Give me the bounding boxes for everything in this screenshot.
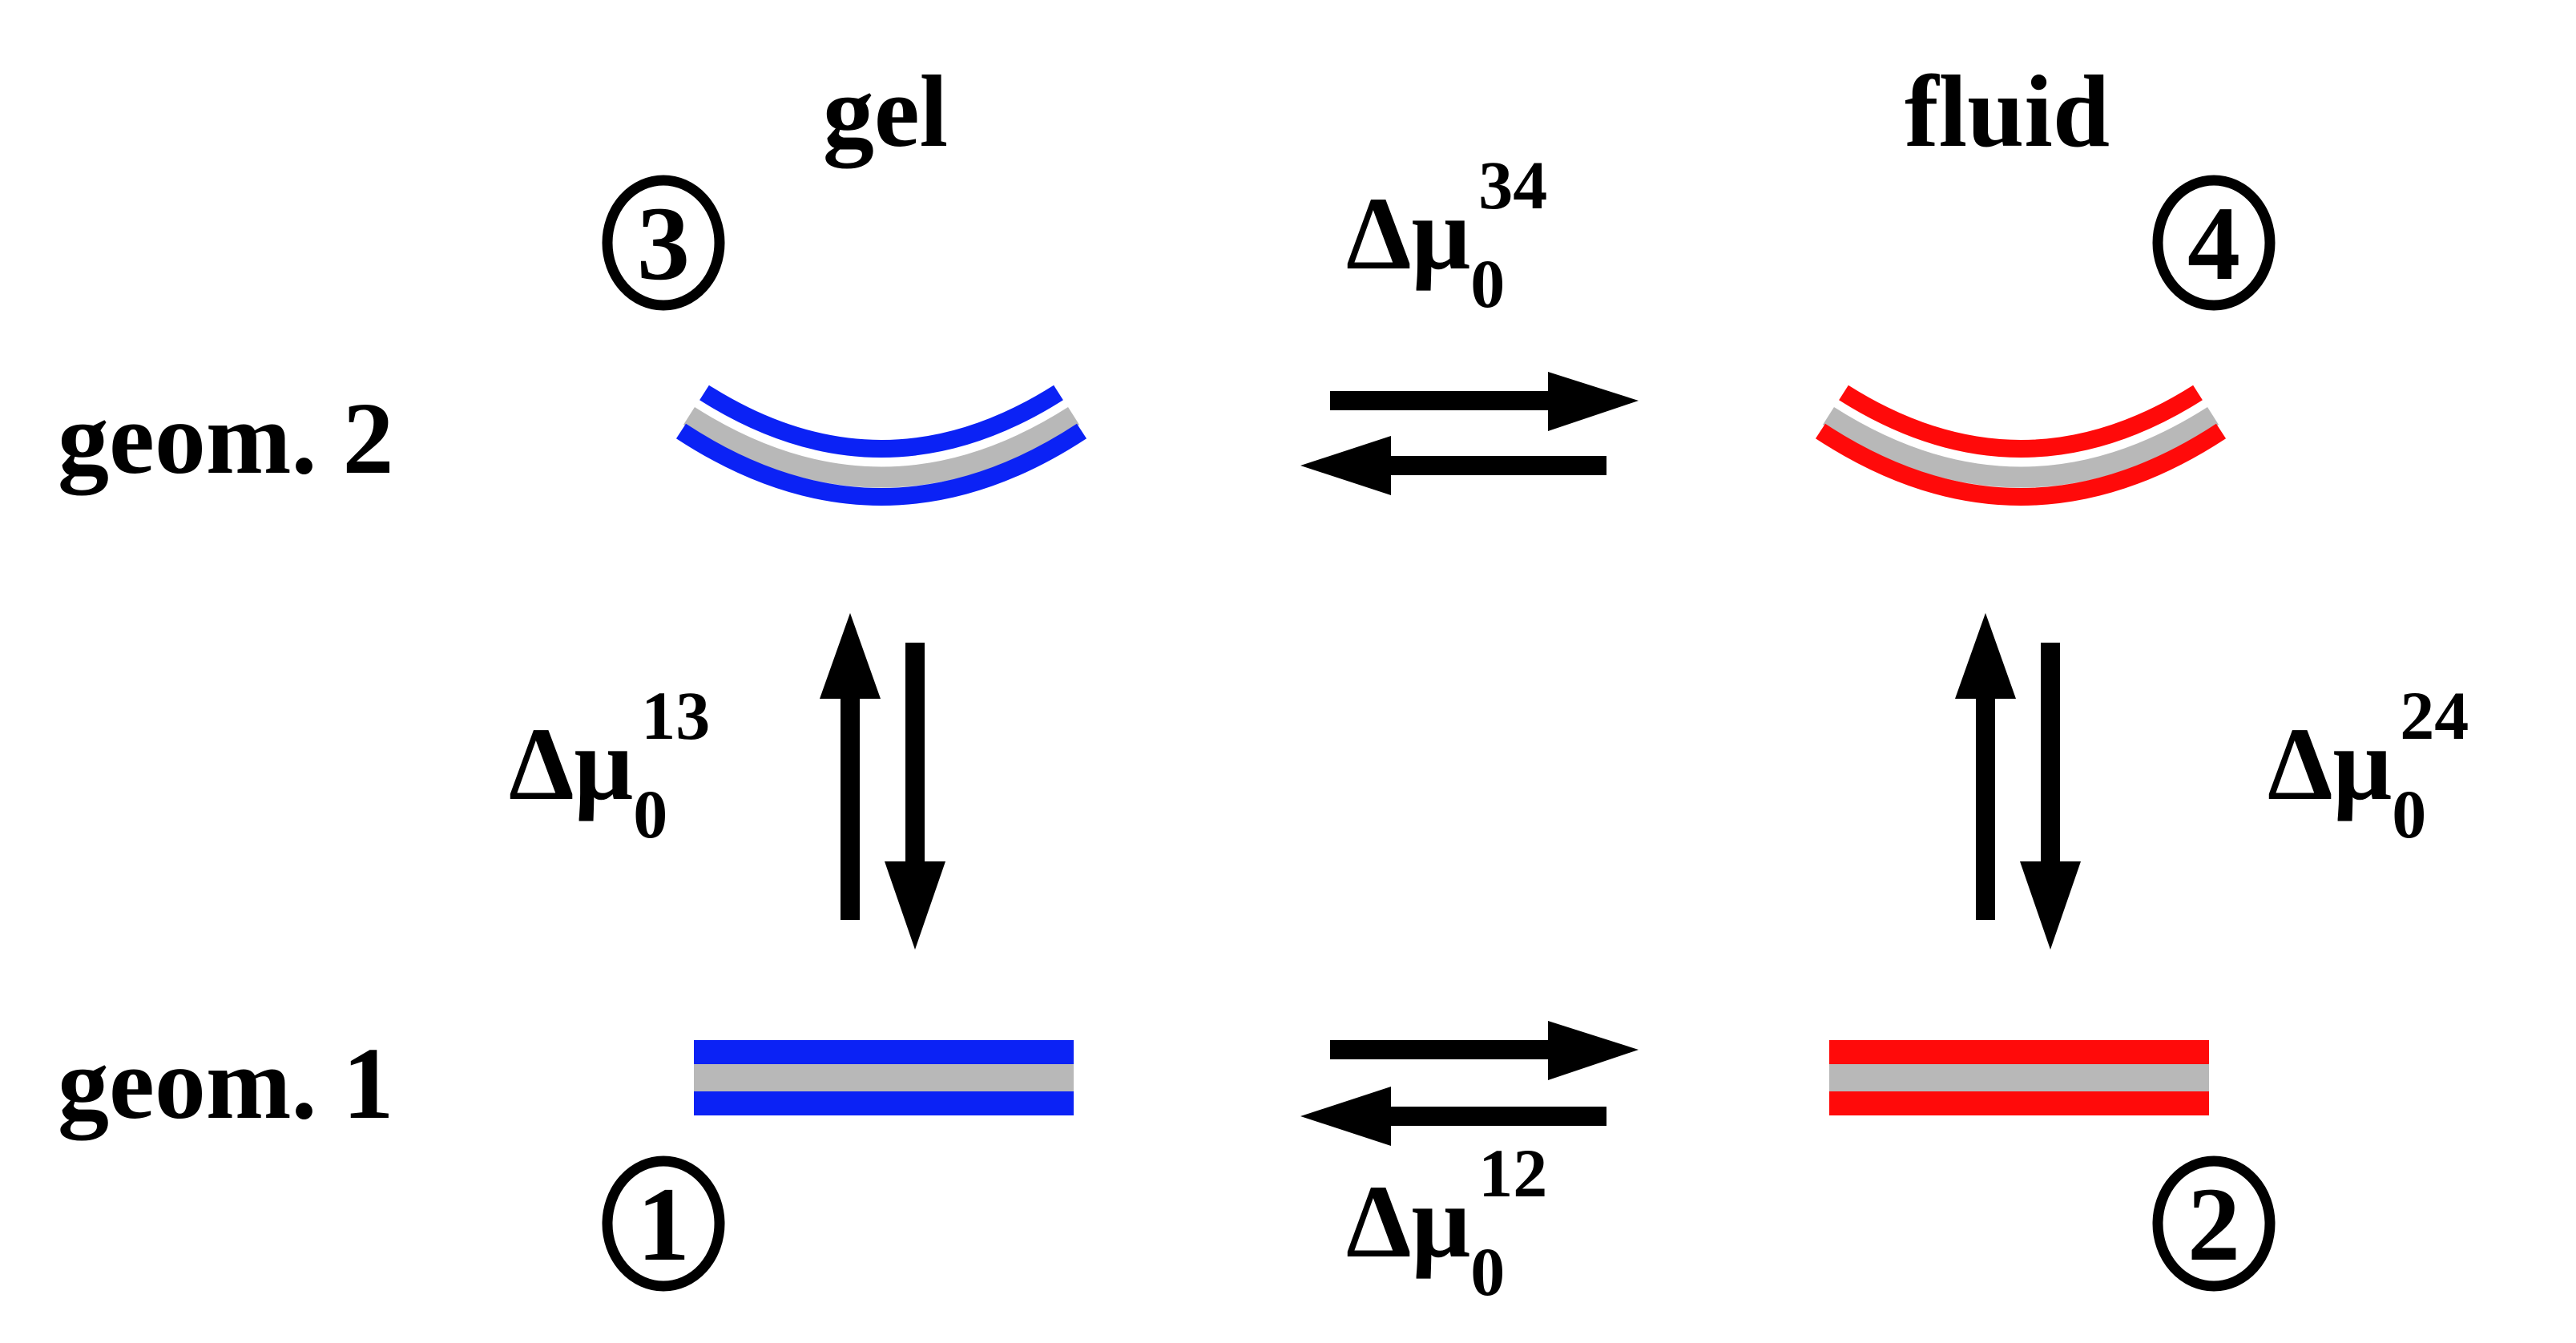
state-marker-2: 2 bbox=[2152, 1155, 2276, 1292]
membrane-gel-flat bbox=[694, 1040, 1074, 1115]
row-label-geom2: geom. 2 bbox=[58, 381, 393, 495]
membrane-gel-curved bbox=[675, 385, 1087, 506]
arrows-3-4 bbox=[1300, 372, 1639, 495]
arrows-1-3 bbox=[820, 613, 945, 950]
row-label-geom1: geom. 1 bbox=[58, 1026, 393, 1140]
state-number-1: 1 bbox=[637, 1165, 690, 1283]
state-marker-4: 4 bbox=[2152, 175, 2276, 311]
state-number-2: 2 bbox=[2187, 1165, 2240, 1283]
column-label-fluid: fluid bbox=[1905, 54, 2110, 168]
arrows-1-2 bbox=[1300, 1021, 1639, 1146]
column-label-gel: gel bbox=[823, 54, 948, 168]
membrane-fluid-flat bbox=[1829, 1040, 2209, 1115]
arrows-2-4 bbox=[1955, 613, 2081, 950]
state-number-3: 3 bbox=[637, 184, 690, 302]
state-marker-1: 1 bbox=[602, 1155, 725, 1292]
membrane-fluid-curved bbox=[1815, 385, 2227, 506]
state-marker-3: 3 bbox=[602, 175, 725, 311]
state-number-4: 4 bbox=[2187, 184, 2240, 302]
